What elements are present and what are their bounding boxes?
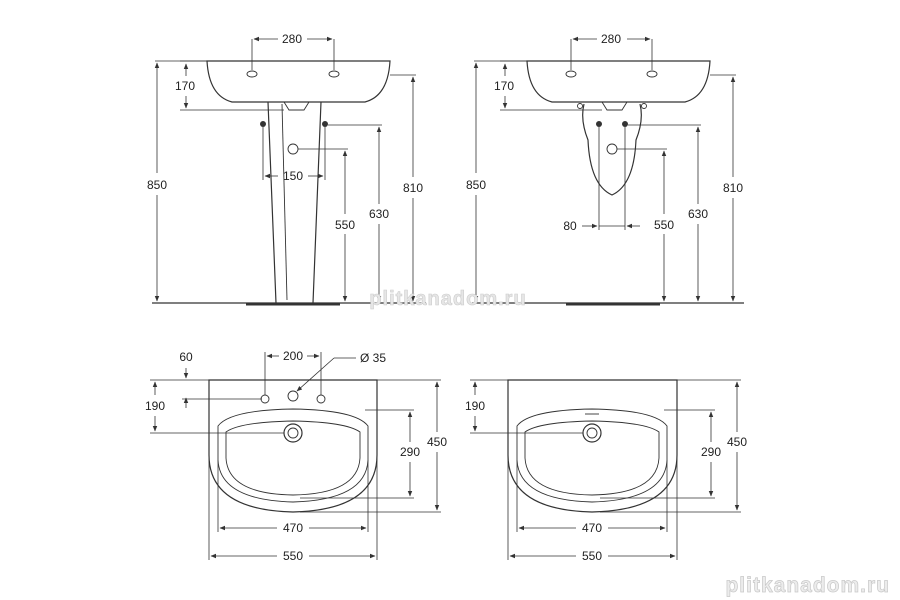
tap-hole-right bbox=[646, 70, 658, 78]
tap-hole-right bbox=[328, 70, 340, 78]
basin-top-outline bbox=[208, 379, 378, 513]
basin-outline bbox=[526, 60, 711, 103]
dim-total-width: 550 bbox=[582, 549, 602, 563]
dim-total-height: 850 bbox=[466, 178, 486, 192]
top-view-one-hole: 190 290 450 470 550 bbox=[465, 379, 747, 563]
dim-tap-spacing: 200 bbox=[283, 349, 303, 363]
dim-supply-height: 550 bbox=[335, 218, 355, 232]
tap-hole-center bbox=[287, 390, 299, 402]
front-view-semipedestal: 280 170 850 810 630 550 80 bbox=[466, 32, 744, 306]
watermark-bottom: plitkanadom.ru bbox=[725, 574, 890, 597]
dim-tap-spacing: 280 bbox=[601, 32, 621, 46]
dim-bowl-width: 470 bbox=[283, 521, 303, 535]
bowl-outline bbox=[516, 408, 668, 503]
watermark-middle: plitkanadom.ru bbox=[369, 288, 526, 310]
dim-rim-height: 810 bbox=[723, 181, 743, 195]
dim-drain-offset: 190 bbox=[145, 399, 165, 413]
tap-hole-left bbox=[565, 70, 577, 78]
tap-hole-left bbox=[260, 394, 270, 404]
dim-total-width: 550 bbox=[283, 549, 303, 563]
front-view-pedestal: 280 170 850 810 630 550 150 bbox=[147, 32, 426, 306]
waste-outlet bbox=[606, 143, 618, 155]
semi-pedestal bbox=[582, 103, 642, 196]
dim-overflow-height: 170 bbox=[175, 79, 195, 93]
drain-hole bbox=[283, 423, 303, 443]
tap-hole-left bbox=[246, 70, 258, 78]
basin-top-outline bbox=[507, 379, 678, 513]
dim-hole-diameter: Ø 35 bbox=[360, 351, 386, 365]
dim-tap-spacing: 280 bbox=[282, 32, 302, 46]
dim-tap-hole-offset: 60 bbox=[179, 350, 193, 364]
pedestal bbox=[267, 101, 322, 304]
dim-supply-spacing: 150 bbox=[283, 169, 303, 183]
basin-outline bbox=[206, 60, 391, 103]
top-view-three-hole: 60 200 Ø 35 190 290 450 470 bbox=[145, 349, 447, 563]
dim-bowl-width: 470 bbox=[582, 521, 602, 535]
dim-bowl-depth: 290 bbox=[400, 445, 420, 459]
dim-drain-offset: 190 bbox=[465, 399, 485, 413]
dim-rim-height: 810 bbox=[403, 181, 423, 195]
dim-waste-height: 630 bbox=[688, 207, 708, 221]
dim-waste-height: 630 bbox=[369, 207, 389, 221]
dim-total-depth: 450 bbox=[727, 435, 747, 449]
dim-total-depth: 450 bbox=[427, 435, 447, 449]
dim-total-height: 850 bbox=[147, 178, 167, 192]
waste-outlet bbox=[287, 143, 299, 155]
tap-hole-right bbox=[316, 394, 326, 404]
dim-bowl-depth: 290 bbox=[701, 445, 721, 459]
dim-overflow-height: 170 bbox=[494, 79, 514, 93]
dim-supply-height: 550 bbox=[654, 218, 674, 232]
dim-supply-spacing: 80 bbox=[563, 219, 577, 233]
drain-hole bbox=[582, 423, 602, 443]
bowl-outline bbox=[217, 408, 369, 503]
